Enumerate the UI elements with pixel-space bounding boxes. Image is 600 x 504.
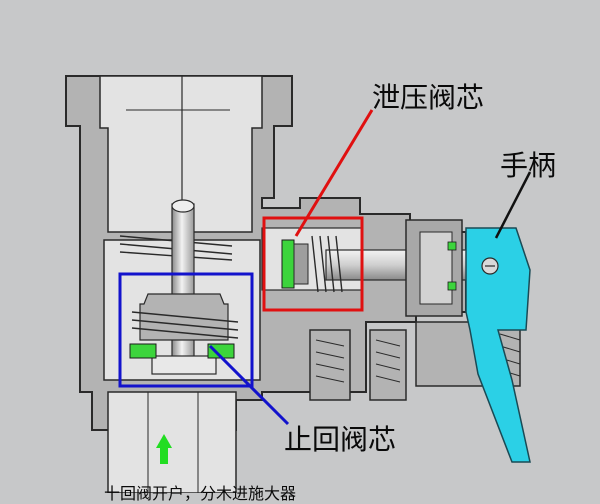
flow-arrow-icon — [156, 434, 172, 464]
valve-cross-section — [65, 75, 532, 493]
relief-leader-line — [294, 109, 374, 237]
packing-seal-top — [447, 241, 457, 251]
check-leader-line — [208, 344, 290, 426]
handle-leader-line — [494, 171, 532, 239]
packing-seal-bottom — [447, 281, 457, 291]
check-valve-core-label: 止回阀芯 — [284, 423, 397, 456]
relief-core-seal — [281, 239, 295, 289]
lower-spring — [131, 311, 239, 339]
bottom-caption: 十回阀开户，分木进施大器 — [104, 484, 297, 503]
handle-lever[interactable] — [465, 227, 531, 463]
relief-valve-core-label: 泄压阀芯 — [372, 81, 485, 114]
top-cavity — [99, 75, 263, 233]
handle-label: 手柄 — [500, 149, 557, 182]
valve-diagram: 泄压阀芯 手柄 止回阀芯 十回阀开户，分木进施大器 — [65, 75, 557, 503]
bottom-channel — [107, 391, 237, 493]
check-valve-highlight — [118, 272, 254, 388]
pivot-pin-icon — [481, 257, 499, 275]
relief-valve-highlight — [262, 216, 364, 312]
check-seal-left — [129, 343, 157, 359]
relief-spring — [311, 235, 343, 293]
